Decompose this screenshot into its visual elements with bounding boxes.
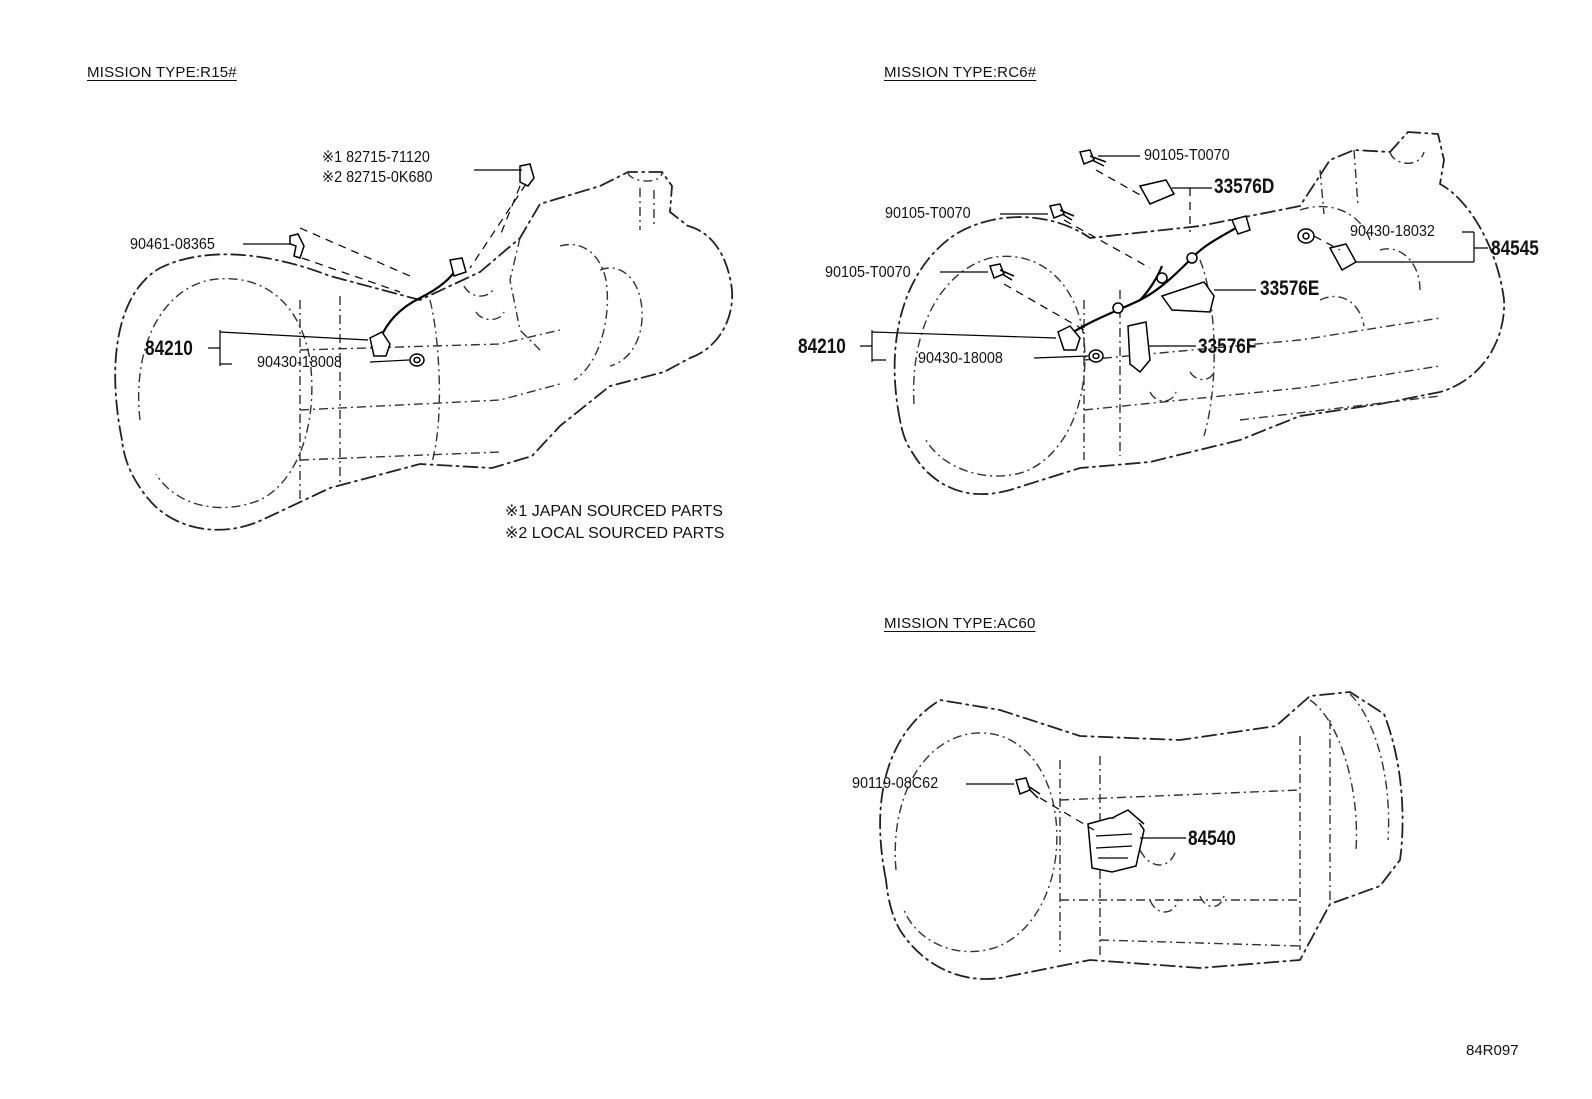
r15-gasket-label: 90430-18008 [257,354,342,371]
ac60-bolt-label: 90119-08C62 [852,775,939,792]
diagram-reference-code: 84R097 [1466,1042,1519,1059]
ac60-transmission-drawing [879,691,1404,980]
ac60-parts [1015,777,1145,873]
rc6-sensor-label: 84210 [798,335,846,358]
rc6-leader-lines [860,155,1488,362]
r15-parts [289,163,535,367]
footnote-japan-sourced: ※1 JAPAN SOURCED PARTS [505,503,723,520]
rc6-bolt-mid-label: 90105-T0070 [885,205,971,222]
r15-section-title: MISSION TYPE:R15# [87,64,237,81]
r15-bracket-label: 90461-08365 [130,236,215,253]
r15-leader-lines [208,169,527,366]
rc6-transmission-drawing [893,131,1505,495]
rc6-gasket-right-label: 90430-18032 [1350,223,1435,240]
r15-clip-japan-label: ※1 82715-71120 [322,149,430,166]
rc6-bolt-top-label: 90105-T0070 [1144,147,1230,164]
r15-transmission-drawing [114,171,733,531]
rc6-clamp-e-label: 33576E [1260,277,1320,300]
r15-sensor-label: 84210 [145,337,193,360]
rc6-switch-label: 84545 [1491,237,1539,260]
rc6-gasket-label: 90430-18008 [918,350,1003,367]
ac60-switch-label: 84540 [1188,827,1236,850]
rc6-parts [989,149,1358,374]
rc6-bolt-low-label: 90105-T0070 [825,264,911,281]
rc6-clamp-f-label: 33576F [1198,335,1257,358]
ac60-section-title: MISSION TYPE:AC60 [884,615,1036,632]
rc6-clamp-d-label: 33576D [1214,175,1275,198]
ac60-leader-lines [966,783,1186,839]
r15-clip-local-label: ※2 82715-0K680 [322,169,433,186]
rc6-section-title: MISSION TYPE:RC6# [884,64,1037,81]
footnote-local-sourced: ※2 LOCAL SOURCED PARTS [505,525,725,542]
